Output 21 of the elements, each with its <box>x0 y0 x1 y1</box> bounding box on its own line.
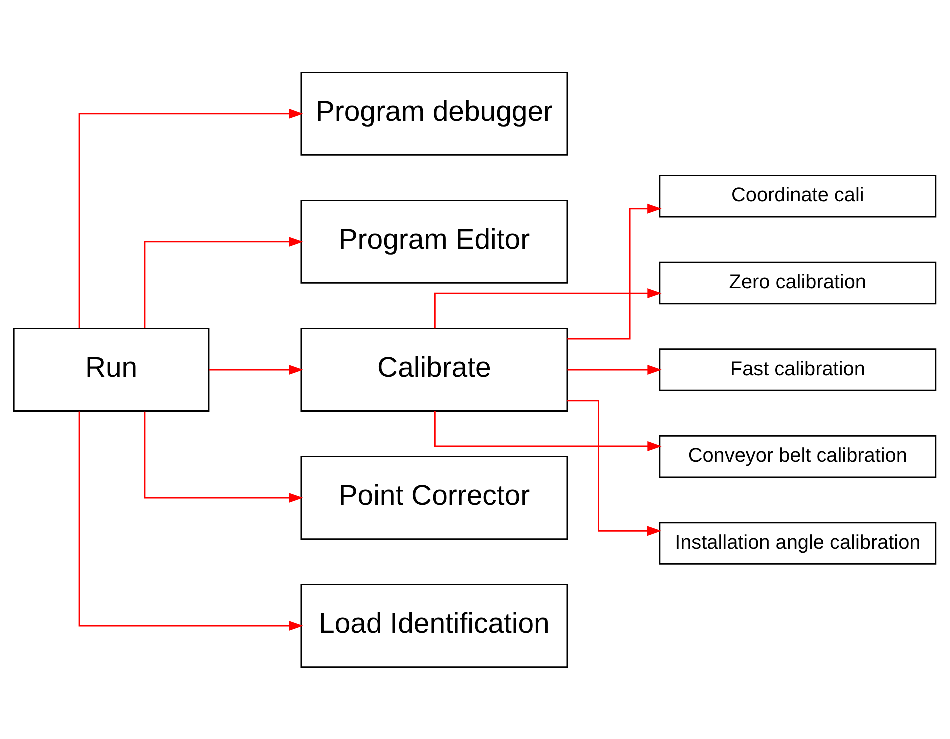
node-box: Zero calibration <box>659 261 937 304</box>
arrow <box>78 108 304 328</box>
arrow <box>567 400 662 536</box>
node-box: Fast calibration <box>659 348 937 391</box>
node-box: Run <box>13 328 210 412</box>
node-box: Calibrate <box>300 328 568 412</box>
node-box: Load Identification <box>300 584 568 668</box>
arrow <box>144 411 304 503</box>
node-box: Installation angle calibration <box>659 522 937 564</box>
arrow <box>568 364 662 374</box>
node-box: Coordinate cali <box>659 174 937 218</box>
node-box: Program Editor <box>300 200 568 284</box>
arrow <box>434 288 662 328</box>
arrow <box>78 411 304 631</box>
arrow <box>144 236 304 328</box>
arrow <box>209 364 304 374</box>
arrow <box>568 203 662 340</box>
node-box: Point Corrector <box>300 456 568 540</box>
node-box: Program debugger <box>300 71 568 156</box>
arrow <box>434 410 662 451</box>
node-box: Conveyor belt calibration <box>659 434 937 478</box>
